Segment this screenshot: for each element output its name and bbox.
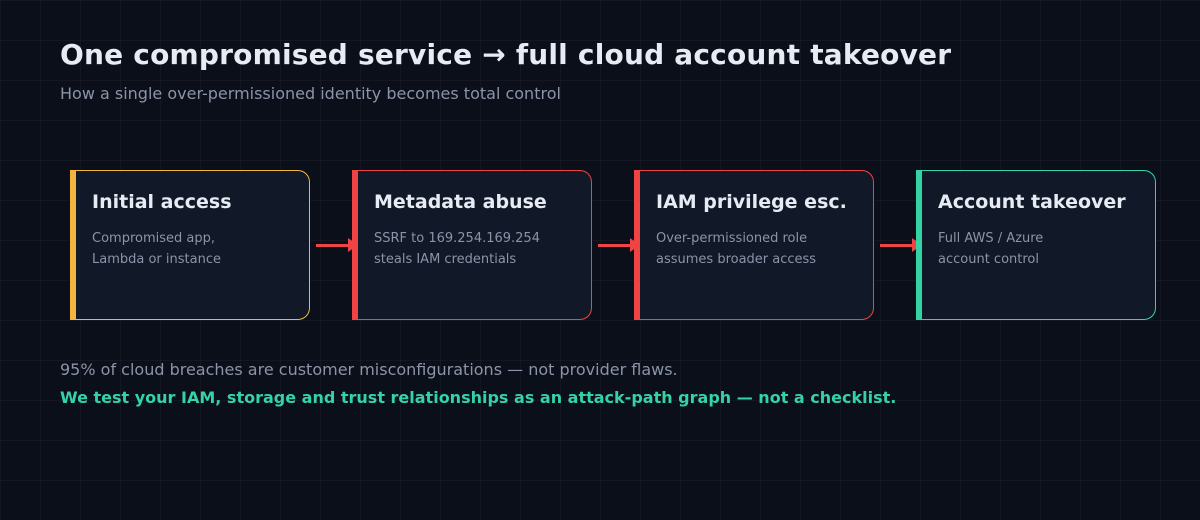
stage-card-metadata-abuse: Metadata abuse SSRF to 169.254.169.254 s… xyxy=(352,170,592,320)
stage-description: Over-permissioned role assumes broader a… xyxy=(656,228,866,270)
stage-description: Full AWS / Azure account control xyxy=(938,228,1148,270)
stage-card-iam-privilege-escalation: IAM privilege esc. Over-permissioned rol… xyxy=(634,170,874,320)
stage-title: Metadata abuse xyxy=(374,191,547,213)
stage-description-line: Full AWS / Azure xyxy=(938,231,1044,246)
stage-description: SSRF to 169.254.169.254 steals IAM crede… xyxy=(374,228,584,270)
stage-title: Initial access xyxy=(92,191,232,213)
stage-description-line: SSRF to 169.254.169.254 xyxy=(374,231,540,246)
arrow-shaft xyxy=(880,244,914,247)
arrow-shaft xyxy=(598,244,632,247)
stage-description-line: Over-permissioned role xyxy=(656,231,808,246)
stage-title: IAM privilege esc. xyxy=(656,191,847,213)
stage-title: Account takeover xyxy=(938,191,1126,213)
stage-description-line: account control xyxy=(938,252,1039,267)
stage-card-initial-access: Initial access Compromised app, Lambda o… xyxy=(70,170,310,320)
footer-statistic: 95% of cloud breaches are customer misco… xyxy=(60,360,678,379)
page-title: One compromised service → full cloud acc… xyxy=(60,38,952,71)
stage-description-line: Lambda or instance xyxy=(92,252,221,267)
stage-card-account-takeover: Account takeover Full AWS / Azure accoun… xyxy=(916,170,1156,320)
stage-description-line: assumes broader access xyxy=(656,252,817,267)
footer-callout: We test your IAM, storage and trust rela… xyxy=(60,388,897,407)
stage-description-line: Compromised app, xyxy=(92,231,215,246)
stage-description: Compromised app, Lambda or instance xyxy=(92,228,302,270)
page-subtitle: How a single over-permissioned identity … xyxy=(60,84,561,103)
stage-description-line: steals IAM credentials xyxy=(374,252,517,267)
arrow-shaft xyxy=(316,244,350,247)
